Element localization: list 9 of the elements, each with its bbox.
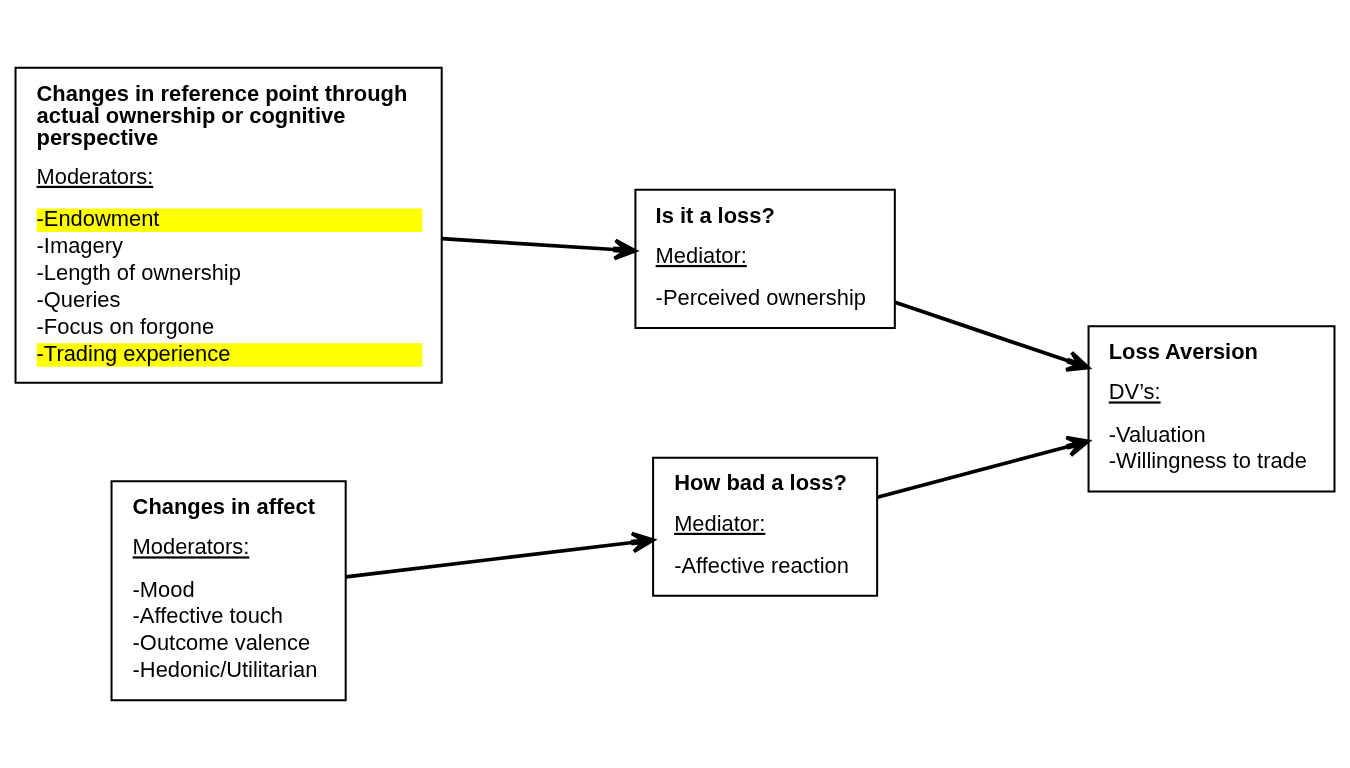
arrow xyxy=(345,531,655,579)
node-box: How bad a loss? Mediator: -Affective reaction xyxy=(652,456,879,597)
node-box: Changes in reference point through actual ownership or cognitive perspective Moderators: -Endowment -Imagery -Length of ownership -Queries -Focus on forgone -Trading experience xyxy=(14,66,443,384)
arrow xyxy=(441,236,638,261)
node-box: Loss Aversion DV’s: -Valuation -Willingness to trade xyxy=(1087,325,1336,493)
node-box: Changes in affect Moderators: -Mood -Affective touch -Outcome valence -Hedonic/Utilitarian xyxy=(110,480,347,702)
node-box: Is it a loss? Mediator: -Perceived ownership xyxy=(634,188,896,329)
arrow xyxy=(876,435,1090,500)
arrow xyxy=(894,300,1090,372)
